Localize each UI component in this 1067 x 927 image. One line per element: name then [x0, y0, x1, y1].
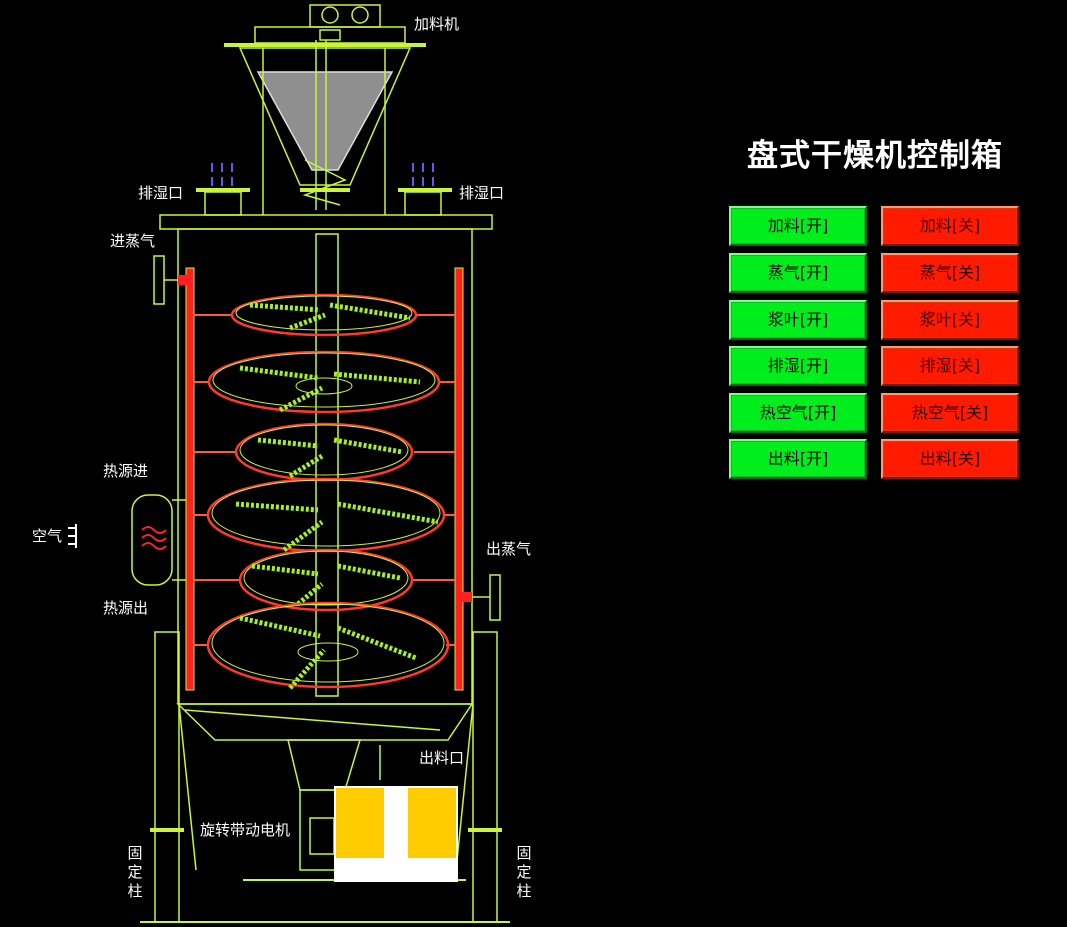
steam-outlet: [489, 574, 501, 621]
hopper: [238, 47, 412, 186]
disc-3: [234, 422, 414, 482]
disc-4: [206, 477, 446, 553]
disc-5: [238, 548, 414, 612]
discharge-off-button[interactable]: 出料[关]: [881, 439, 1019, 479]
vessel-lid: [159, 214, 493, 230]
label-feeder: 加料机: [414, 15, 460, 33]
label-heat-in: 热源进: [103, 462, 149, 480]
label-heat-out: 热源出: [103, 599, 149, 617]
label-exhaust-left: 排湿口: [138, 184, 184, 202]
steam-pipes: [178, 267, 472, 691]
steam-off-button[interactable]: 蒸气[关]: [881, 253, 1019, 293]
central-shaft: [315, 233, 339, 697]
vessel-bottom: [176, 703, 474, 741]
label-motor: 旋转带动电机: [200, 821, 291, 839]
drying-discs: [206, 293, 450, 690]
hopper-fill: [256, 71, 394, 171]
feed-screw: [302, 159, 347, 206]
feed-on-button[interactable]: 加料[开]: [729, 206, 867, 246]
label-steam-out: 出蒸气: [486, 540, 532, 558]
feeder-motor: [254, 4, 406, 44]
exhaust-off-button[interactable]: 排湿[关]: [881, 346, 1019, 386]
steam-on-button[interactable]: 蒸气[开]: [729, 253, 867, 293]
steam-marks: [211, 163, 434, 186]
hot-air-on-button[interactable]: 热空气[开]: [729, 393, 867, 433]
collection-bin: [334, 786, 458, 882]
heater-waves: [141, 526, 167, 550]
heater: [131, 494, 173, 586]
discharge-on-button[interactable]: 出料[开]: [729, 439, 867, 479]
steam-inlet: [153, 255, 165, 305]
label-steam-in: 进蒸气: [110, 232, 156, 250]
label-air: 空气: [32, 527, 63, 545]
feed-off-button[interactable]: 加料[关]: [881, 206, 1019, 246]
panel-title: 盘式干燥机控制箱: [747, 138, 1003, 174]
exhaust-port-right: [398, 188, 452, 216]
paddle-off-button[interactable]: 浆叶[关]: [881, 300, 1019, 340]
label-pillar-left: 固定柱: [127, 844, 143, 900]
disc-1: [230, 293, 418, 337]
label-pillar-right: 固定柱: [516, 844, 532, 900]
disc-6: [206, 601, 450, 690]
exhaust-on-button[interactable]: 排湿[开]: [729, 346, 867, 386]
exhaust-port-left: [196, 188, 250, 216]
vessel-body: [177, 228, 473, 705]
label-exhaust-right: 排湿口: [459, 184, 505, 202]
paddle-on-button[interactable]: 浆叶[开]: [729, 300, 867, 340]
hot-air-off-button[interactable]: 热空气[关]: [881, 393, 1019, 433]
discharge-chute: [287, 739, 362, 791]
disc-2: [207, 350, 441, 414]
air-icon: [68, 524, 77, 548]
label-discharge: 出料口: [419, 749, 465, 767]
